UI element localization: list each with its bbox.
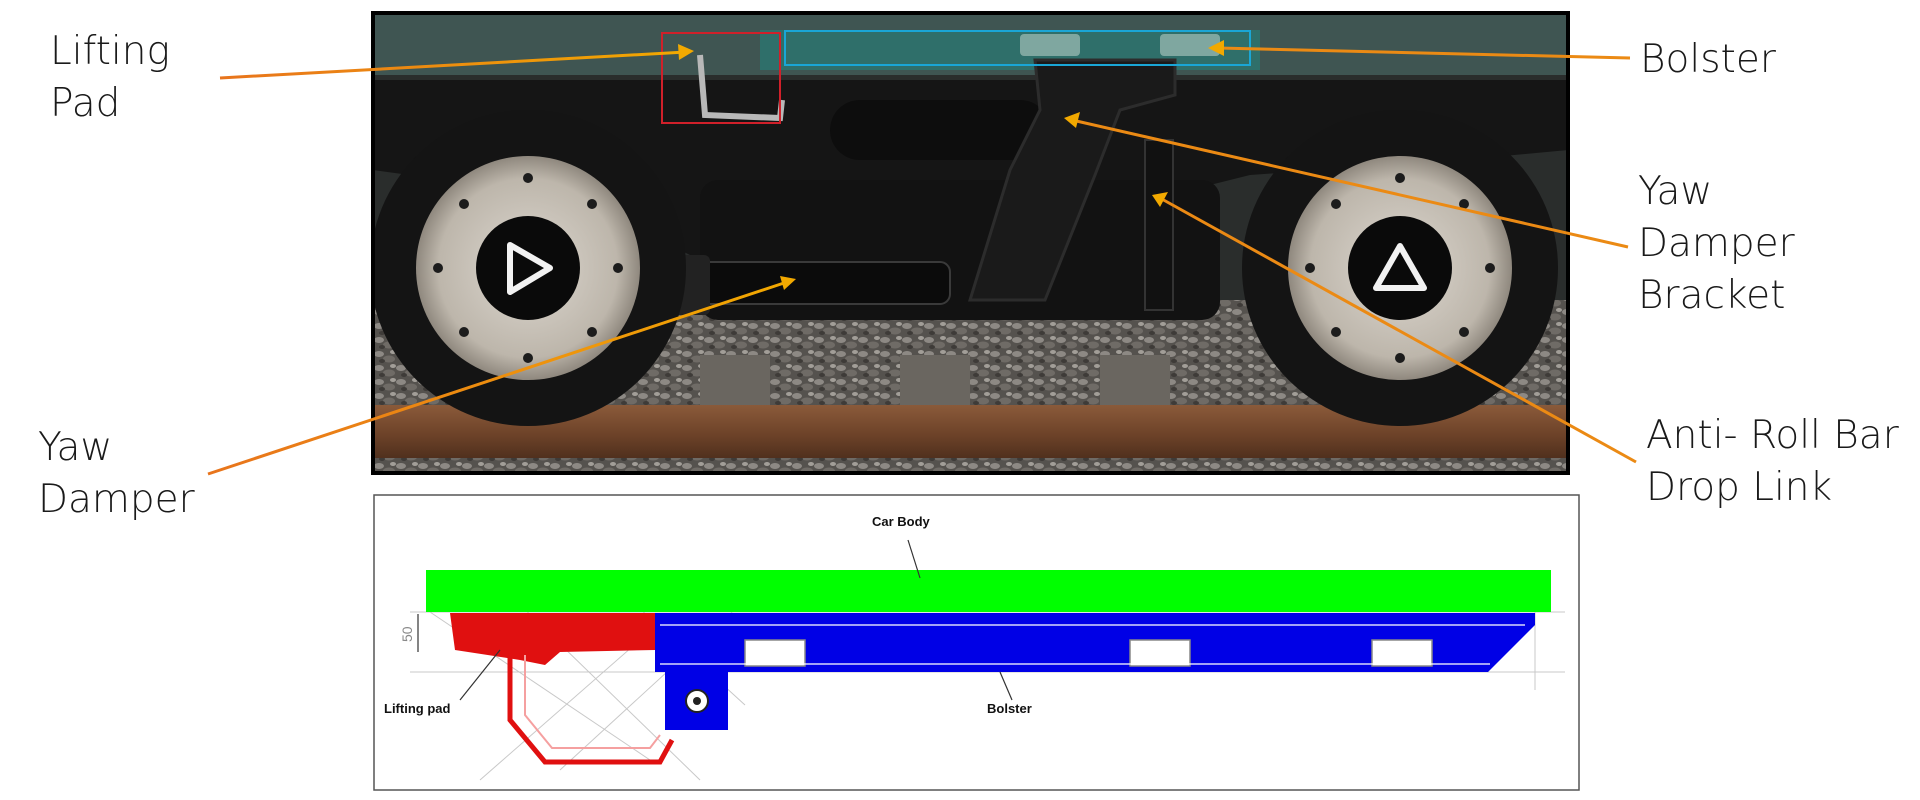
callout-lifting-pad: Lifting Pad [50,26,170,130]
callout-line: Pad [50,81,121,126]
bogie-photo [373,13,1568,473]
callout-anti-roll-bar-drop-link: Anti- Roll Bar Drop Link [1646,410,1899,514]
bolster-schematic: Car Body Lifting pad Bolster 50 [373,494,1580,791]
lifting-pad-label: Lifting pad [384,701,450,716]
callout-line: Bracket [1638,273,1786,318]
callout-yaw-damper: Yaw Damper [38,422,195,526]
callout-yaw-damper-bracket: Yaw Damper Bracket [1638,166,1795,322]
bolster-block [655,613,1535,730]
callout-line: Drop Link [1646,465,1833,510]
leader-yaw-damper-bracket [1071,118,1629,249]
leader-lifting-pad [219,50,687,80]
callout-line: Yaw [1638,169,1713,214]
callout-bolster: Bolster [1640,34,1776,86]
bolster-label: Bolster [987,701,1032,716]
callout-line: Damper [1638,221,1795,266]
leader-yaw-damper [207,279,791,476]
callout-line: Anti- Roll Bar [1646,413,1899,458]
callout-line: Damper [38,477,195,522]
leader-anti-roll-bar [1159,196,1637,464]
car-body-block [426,570,1551,612]
leader-bolster [1217,46,1631,60]
leader-lines [207,46,1637,476]
callout-line: Bolster [1640,37,1776,82]
lifting-pad-highlight [661,32,781,124]
lifting-pad-block [450,613,655,665]
callout-line: Lifting [50,29,170,74]
callout-line: Yaw [38,425,113,470]
car-body-label: Car Body [872,514,931,529]
leader-tips [678,40,1224,290]
dimension-label: 50 [399,626,415,642]
